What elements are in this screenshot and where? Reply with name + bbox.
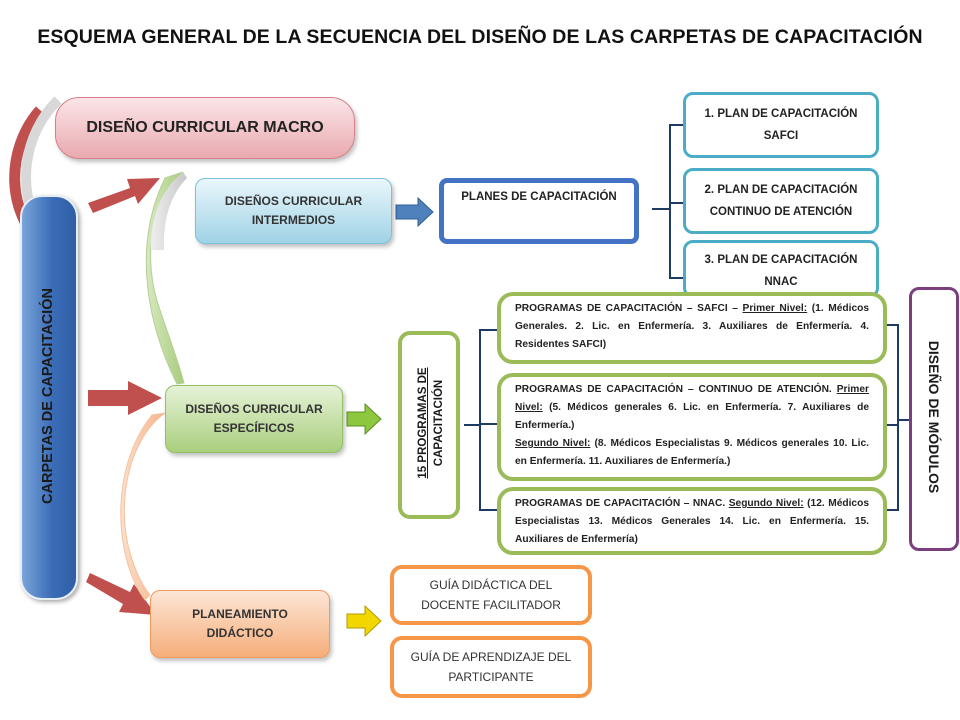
guia-aprendizaje-participante: GUÍA DE APRENDIZAJE DEL PARTICIPANTE [390,636,592,698]
red-arrow-to-planeamiento [86,573,156,615]
programa-safci-level: Primer Nivel: [742,303,808,314]
guia-docente-facilitador: GUÍA DIDÁCTICA DEL DOCENTE FACILITADOR [390,565,592,625]
guia-1-line-1: GUÍA DIDÁCTICA DEL [429,578,553,592]
quince-programas-box [398,331,460,519]
plan-1-line-1: 1. PLAN DE CAPACITACIÓN [704,108,858,120]
planeamiento-didactico: PLANEAMIENTO DIDÁCTICO [150,590,330,658]
programa-nnac: PROGRAMAS DE CAPACITACIÓN – NNAC. Segund… [497,487,887,555]
planeamiento-line-1: PLANEAMIENTO [192,607,288,621]
quince-programas-line-1: 15 PROGRAMAS DE [417,367,429,479]
guia-2-line-1: GUÍA DE APRENDIZAJE DEL [410,650,572,664]
guia-1-line-2: DOCENTE FACILITADOR [421,598,561,612]
plan-3-line-1: 3. PLAN DE CAPACITACIÓN [704,254,858,266]
plan-nnac: 3. PLAN DE CAPACITACIÓN NNAC [683,240,879,298]
programa-safci: PROGRAMAS DE CAPACITACIÓN – SAFCI – Prim… [497,292,887,364]
programa-continuo-lead: PROGRAMAS DE CAPACITACIÓN – CONTINUO DE … [515,384,832,395]
programa-nnac-level: Segundo Nivel: [728,498,804,509]
programa-continuo: PROGRAMAS DE CAPACITACIÓN – CONTINUO DE … [497,373,887,481]
planeamiento-line-2: DIDÁCTICO [206,626,274,640]
programa-continuo-rest-1: (5. Médicos generales 6. Lic. en Enferme… [515,402,869,431]
red-arrow-to-intermedios [88,178,160,213]
programa-safci-rest: (1. Médicos Generales. 2. Lic. en Enferm… [515,303,870,350]
yellow-arrow [346,604,382,638]
plan-safci: 1. PLAN DE CAPACITACIÓN SAFCI [683,92,879,158]
plan-2-line-1: 2. PLAN DE CAPACITACIÓN [704,184,858,196]
quince-programas-line-2: CAPACITACIÓN [433,379,445,467]
plan-1-line-2: SAFCI [763,130,799,142]
especificos-line-1: DISEÑOS CURRICULAR [185,402,323,416]
bracket-programs [464,329,497,511]
diseno-curricular-macro: DISEÑO CURRICULAR MACRO [55,97,355,159]
diseno-de-modulos-label: DISEÑO DE MÓDULOS [926,340,942,494]
plan-3-line-2: NNAC [764,276,798,288]
programa-safci-lead: PROGRAMAS DE CAPACITACIÓN – SAFCI – [515,303,743,314]
green-arrow [346,402,382,436]
programa-continuo-rest-2: (8. Médicos Especialistas 9. Médicos gen… [515,438,869,467]
bracket-modulos [887,324,909,511]
bracket-plans [652,124,683,279]
plan-2-line-2: CONTINUO DE ATENCIÓN [709,206,853,218]
carpetas-bar [20,195,78,600]
red-arrow-to-especificos [88,381,162,415]
programa-continuo-level-1: Primer Nivel: [515,384,869,413]
intermedios-line-2: INTERMEDIOS [251,213,336,227]
programa-nnac-rest: (12. Médicos Especialistas 13. Médicos G… [515,498,869,545]
diseno-de-modulos-box [909,287,959,551]
especificos-line-2: ESPECÍFICOS [213,421,295,435]
disenos-curricular-intermedios: DISEÑOS CURRICULAR INTERMEDIOS [195,178,392,244]
brace-intermedios-especificos [145,171,187,385]
carpetas-bar-label: CARPETAS DE CAPACITACIÓN [40,288,56,504]
brace-especificos-planeamiento [120,412,166,601]
planes-de-capacitacion: PLANES DE CAPACITACIÓN [439,178,639,244]
quince-programas-label: 15 PROGRAMAS DE CAPACITACIÓN [415,328,447,518]
intermedios-line-1: DISEÑOS CURRICULAR [224,194,363,208]
blue-arrow [395,196,434,228]
programa-nnac-lead: PROGRAMAS DE CAPACITACIÓN – NNAC. [515,498,729,509]
programa-continuo-level-2: Segundo Nivel: [515,438,591,449]
guia-2-line-2: PARTICIPANTE [448,670,534,684]
disenos-curricular-especificos: DISEÑOS CURRICULAR ESPECÍFICOS [165,385,343,453]
diagram-title: ESQUEMA GENERAL DE LA SECUENCIA DEL DISE… [37,26,923,48]
plan-continuo-de-atencion: 2. PLAN DE CAPACITACIÓN CONTINUO DE ATEN… [683,168,879,234]
